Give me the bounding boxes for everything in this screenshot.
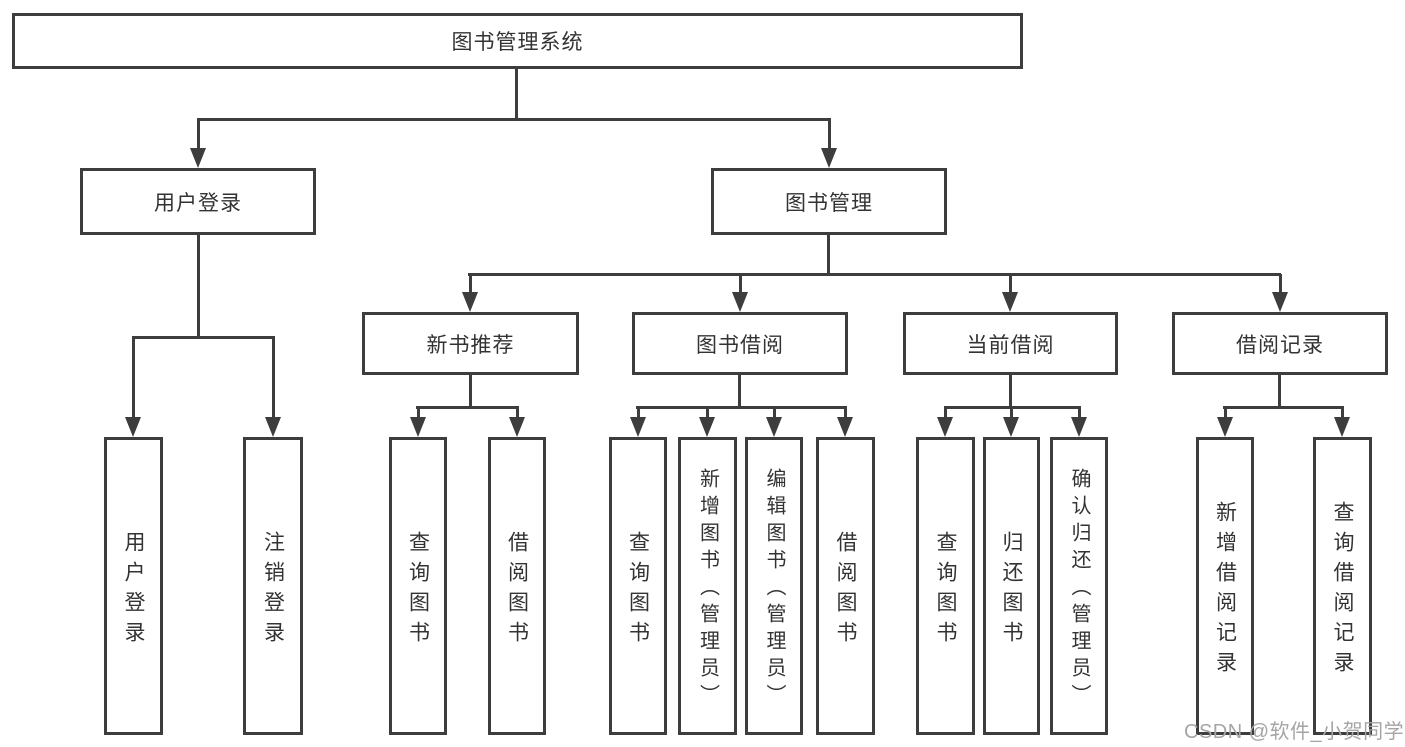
arrow-down-icon — [1003, 407, 1020, 437]
node-leaf-add-books-admin: 新增图书（管理员） — [678, 437, 737, 735]
arrow-down-icon — [1002, 274, 1019, 312]
arrow-down-icon — [410, 407, 427, 437]
node-label: 编辑图书（管理员） — [763, 468, 785, 711]
node-label: 新书推荐 — [426, 333, 515, 357]
arrow-down-icon — [766, 407, 783, 437]
arrow-down-icon — [265, 337, 282, 437]
connector-user-login-stem — [197, 235, 200, 339]
node-label: 查询图书 — [626, 530, 650, 651]
node-leaf-query-books-recommend: 查询图书 — [389, 437, 447, 735]
arrow-down-icon — [1071, 407, 1088, 437]
node-label: 借阅图书 — [505, 530, 529, 651]
arrow-down-icon — [1217, 407, 1234, 437]
arrow-down-icon — [462, 274, 479, 312]
csdn-watermark: CSDN @软件_小贺同学 — [1184, 721, 1405, 743]
connector-recommend-stem — [469, 375, 472, 409]
connector-root-hline — [197, 118, 831, 121]
node-label: 查询借阅记录 — [1331, 500, 1354, 681]
node-label: 图书管理 — [785, 191, 873, 215]
node-leaf-return-books: 归还图书 — [983, 437, 1040, 735]
connector-user-login-hline — [132, 336, 275, 339]
connector-book-management-hline — [468, 273, 1281, 276]
node-leaf-query-books-borrowing: 查询图书 — [609, 437, 667, 735]
node-label: 借阅图书 — [834, 530, 857, 651]
connector-borrowing-stem — [738, 375, 741, 409]
arrow-down-icon — [699, 407, 716, 437]
node-label: 借阅记录 — [1236, 333, 1324, 357]
node-leaf-logout: 注销登录 — [243, 437, 303, 735]
node-borrowing-records: 借阅记录 — [1172, 312, 1388, 375]
node-label: 新增借阅记录 — [1213, 500, 1237, 681]
arrow-down-icon — [1272, 274, 1289, 312]
arrow-down-icon — [837, 407, 854, 437]
node-leaf-add-borrow-record: 新增借阅记录 — [1196, 437, 1254, 735]
node-leaf-user-login: 用户登录 — [104, 437, 163, 735]
node-leaf-edit-books-admin: 编辑图书（管理员） — [745, 437, 803, 735]
node-user-login: 用户登录 — [80, 168, 316, 235]
node-label: 确认归还（管理员） — [1068, 468, 1090, 711]
node-label: 图书管理系统 — [451, 31, 584, 54]
node-library-management-system: 图书管理系统 — [12, 13, 1023, 69]
arrow-down-icon — [630, 407, 647, 437]
connector-recommend-hline — [416, 406, 519, 409]
node-leaf-borrow-books-recommend: 借阅图书 — [488, 437, 546, 735]
node-leaf-query-borrow-record: 查询借阅记录 — [1313, 437, 1372, 735]
node-leaf-confirm-return-admin: 确认归还（管理员） — [1050, 437, 1108, 735]
node-book-borrowing: 图书借阅 — [632, 312, 848, 375]
arrow-down-icon — [732, 274, 749, 312]
node-label: 用户登录 — [122, 530, 145, 651]
node-current-borrowing: 当前借阅 — [903, 312, 1118, 375]
node-label: 图书借阅 — [696, 333, 784, 357]
node-book-management: 图书管理 — [711, 168, 947, 235]
connector-current-stem — [1009, 375, 1012, 409]
node-label: 查询图书 — [934, 530, 957, 651]
node-label: 用户登录 — [154, 191, 242, 215]
connector-borrowing-hline — [636, 406, 847, 409]
arrow-down-icon — [125, 337, 142, 437]
arrow-down-icon — [1334, 407, 1351, 437]
connector-records-stem — [1278, 375, 1281, 409]
node-label: 新增图书（管理员） — [696, 468, 719, 711]
arrow-down-icon — [509, 407, 526, 437]
connector-root-stem — [515, 69, 518, 121]
node-leaf-query-books-current: 查询图书 — [916, 437, 975, 735]
connector-records-hline — [1223, 406, 1344, 409]
connector-book-management-stem — [827, 235, 830, 276]
node-leaf-borrow-books: 借阅图书 — [816, 437, 875, 735]
node-new-book-recommend: 新书推荐 — [362, 312, 579, 375]
arrow-down-icon — [821, 119, 838, 168]
node-label: 注销登录 — [261, 530, 285, 651]
arrow-down-icon — [937, 407, 954, 437]
node-label: 当前借阅 — [966, 333, 1055, 357]
node-label: 查询图书 — [406, 530, 430, 651]
arrow-down-icon — [190, 119, 207, 168]
node-label: 归还图书 — [1000, 530, 1023, 651]
